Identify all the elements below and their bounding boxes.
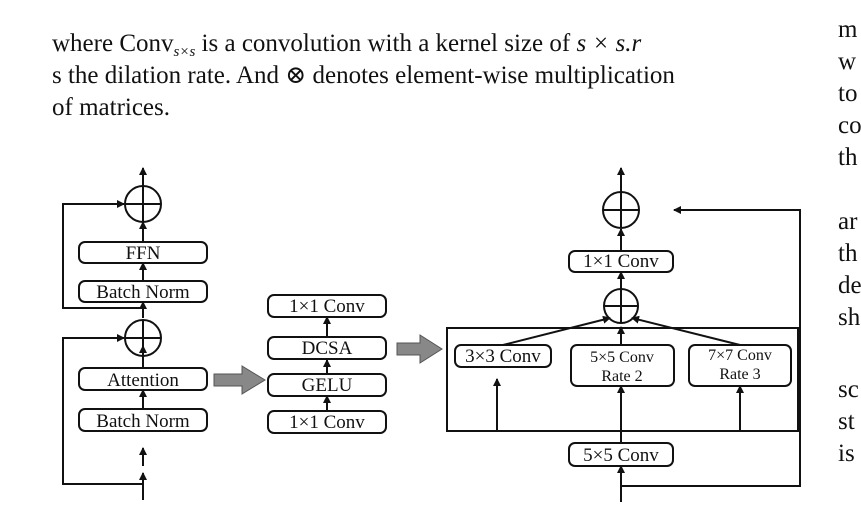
paragraph: where Convs×s is a convolution with a ke… <box>52 28 812 124</box>
right-block <box>446 167 801 502</box>
right-column-fragments: m w to co th ar th de sh sc st is <box>838 14 861 470</box>
gelu-box <box>267 373 387 397</box>
ffn-label: FFN <box>126 243 161 264</box>
ffn-box <box>78 241 208 264</box>
fragment: th <box>838 240 858 267</box>
conv3x3-label: 3×3 Conv <box>465 346 541 367</box>
fragment: sc <box>838 376 859 403</box>
left-block <box>62 167 208 500</box>
text-kernel: is a convolution with a kernel size of <box>195 30 577 57</box>
batch-norm-label: Batch Norm <box>96 411 190 432</box>
paragraph-line-2: s the dilation rate. And ⊗ denotes eleme… <box>52 62 675 89</box>
conv5x5-label: 5×5 Conv <box>583 445 659 466</box>
residual-line <box>62 337 143 485</box>
conv1x1-label: 1×1 Conv <box>583 251 659 272</box>
text-conv: where Conv <box>52 30 174 57</box>
fragment: de <box>838 272 861 299</box>
conv7x7-label: 7×7 Conv <box>708 347 772 364</box>
fragment: w <box>838 48 857 75</box>
paragraph-line-3: of matrices. <box>52 94 171 121</box>
conv5x5-label: 5×5 Conv <box>590 349 654 366</box>
text-kernel-size: s × s.r <box>576 30 642 57</box>
conv1x1-top-box <box>267 294 387 318</box>
fragment: sh <box>838 304 861 331</box>
attention-box <box>78 367 208 391</box>
paragraph-line-1: where Convs×s is a convolution with a ke… <box>52 28 812 60</box>
fragment: th <box>838 144 858 171</box>
fragment: m <box>838 16 858 43</box>
conv1x1-label: 1×1 Conv <box>289 296 365 317</box>
middle-block <box>267 294 387 434</box>
rate3-label: Rate 3 <box>719 366 760 383</box>
batch-norm-top-box <box>78 280 208 303</box>
fragment: co <box>838 112 861 139</box>
attention-label: Attention <box>107 370 179 391</box>
dcsa-box <box>267 336 387 360</box>
rate2-label: Rate 2 <box>601 368 642 385</box>
residual-line <box>62 203 143 309</box>
fragment: ar <box>838 208 858 235</box>
conv1x1-label: 1×1 Conv <box>289 412 365 433</box>
conv1x1-bottom-box <box>267 410 387 434</box>
conv5x5-rate2-box <box>570 344 675 387</box>
fragment: to <box>838 80 858 107</box>
subscript: s×s <box>173 44 196 60</box>
fragment: is <box>838 440 855 467</box>
grey-arrow-icon <box>213 365 266 395</box>
batch-norm-label: Batch Norm <box>96 282 190 303</box>
dcsa-label: DCSA <box>302 338 353 359</box>
grey-arrow-icon <box>396 334 443 364</box>
residual-line <box>621 209 801 487</box>
batch-norm-bottom-box <box>78 408 208 432</box>
gelu-label: GELU <box>302 375 353 396</box>
fragment: st <box>838 408 855 435</box>
